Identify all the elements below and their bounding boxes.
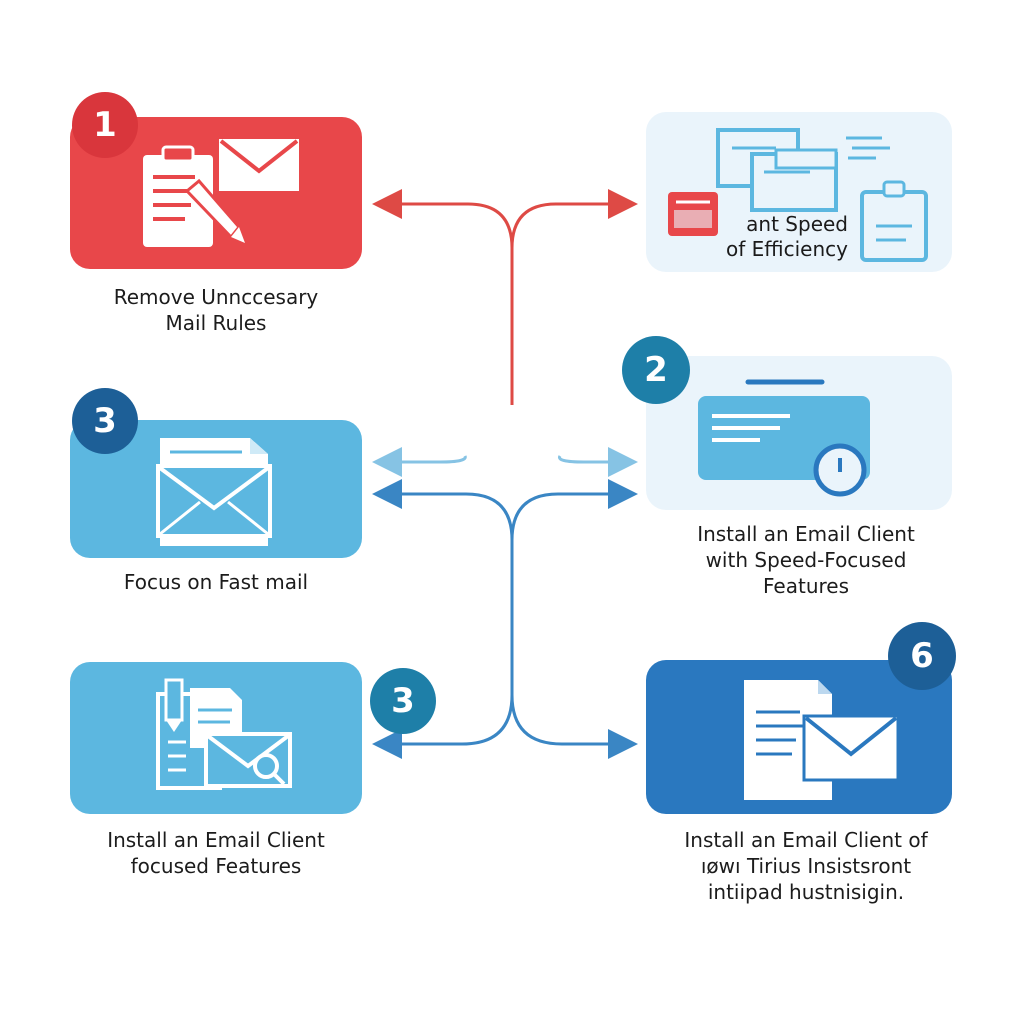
badge-fast-mail: 3 bbox=[72, 388, 138, 454]
blue-connector-top-left bbox=[372, 479, 514, 541]
speed-efficiency-text: ant Speed of Efficiency bbox=[726, 212, 848, 261]
caption-remove-rules: Remove Unnccesary Mail Rules bbox=[113, 285, 319, 335]
pale-arrow-right bbox=[558, 447, 638, 477]
badge-focused-client: 3 bbox=[370, 668, 436, 734]
envelope-icon bbox=[156, 438, 272, 546]
windows-stack-icon bbox=[668, 128, 928, 262]
clipboard-envelope-icon bbox=[143, 139, 299, 247]
caption-client-of: Install an Email Client of ıøwı Tirius I… bbox=[684, 828, 928, 904]
caption-focused-client: Install an Email Client focused Features bbox=[107, 828, 325, 878]
document-envelope-icon bbox=[744, 680, 900, 800]
badge-speed-client: 2 bbox=[622, 336, 690, 404]
pale-arrow-left bbox=[372, 447, 467, 477]
badge-client-of: 6 bbox=[888, 622, 956, 690]
red-connector-left bbox=[372, 189, 514, 405]
documents-envelope-search-icon bbox=[156, 678, 292, 790]
blue-connector-bottom-right bbox=[510, 694, 638, 759]
badge-remove-rules: 1 bbox=[72, 92, 138, 158]
caption-fast-mail: Focus on Fast mail bbox=[123, 570, 309, 594]
email-clock-icon bbox=[698, 379, 870, 497]
caption-speed-client: Install an Email Client with Speed-Focus… bbox=[697, 522, 915, 598]
red-connector-right bbox=[510, 189, 638, 249]
blue-connector-top-right bbox=[510, 479, 638, 541]
